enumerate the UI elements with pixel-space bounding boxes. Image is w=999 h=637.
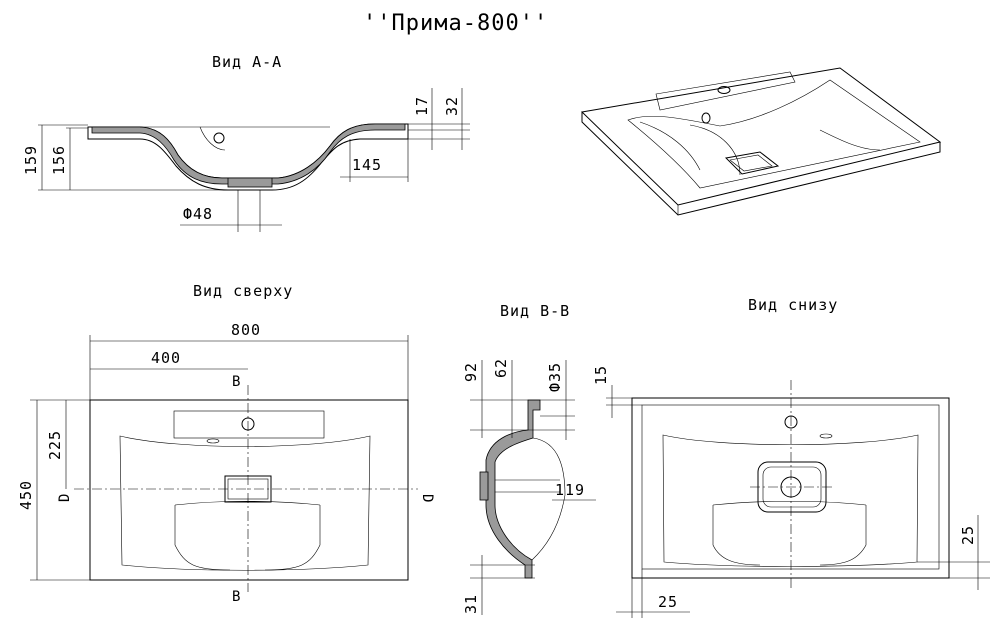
top-view-faucet-deck	[173, 410, 325, 439]
dim-31: 31	[462, 594, 480, 614]
iso-overflow-hole	[701, 112, 711, 124]
marker-d-right: D	[419, 494, 435, 502]
dim-d48: Ф48	[183, 205, 213, 223]
dim-450: 450	[17, 480, 35, 510]
section-aa-overflow-hole	[213, 132, 225, 144]
dim-62: 62	[492, 358, 510, 378]
bottom-view-basin	[662, 434, 919, 567]
marker-d-left: D	[57, 494, 73, 502]
iso-drain	[724, 151, 780, 175]
marker-b-top: В	[232, 374, 240, 390]
section-bb-wall	[485, 399, 541, 579]
bottom-view-label: Вид снизу	[748, 296, 838, 314]
marker-b-bottom: В	[232, 589, 240, 605]
section-aa-drain	[227, 177, 273, 188]
bottom-view: Вид снизу 15 25 25	[592, 296, 990, 618]
top-view-overflow	[206, 438, 220, 444]
iso-faucet-deck	[655, 71, 796, 111]
top-view: Вид сверху В В D D 800 400 450	[17, 282, 435, 605]
dim-92: 92	[462, 362, 480, 382]
top-view-outline	[89, 399, 409, 581]
section-aa-wall-left	[91, 126, 233, 185]
dim-145: 145	[352, 156, 382, 174]
iso-outline-top	[580, 67, 942, 206]
dim-225: 225	[46, 430, 64, 460]
bottom-view-inner-outline	[641, 404, 940, 570]
section-aa-label: Вид А-А	[212, 53, 282, 71]
dim-156: 156	[50, 145, 68, 175]
dim-32: 32	[443, 96, 461, 116]
section-bb-overflow	[479, 471, 489, 501]
dim-119: 119	[555, 481, 585, 499]
bottom-view-outline	[631, 397, 950, 579]
iso-basin-rim	[627, 79, 921, 189]
iso-faucet-hole	[717, 86, 731, 94]
section-bb-label: Вид В-В	[500, 302, 570, 320]
section-aa-wall-right	[267, 123, 406, 185]
section-aa-basin-surface	[140, 126, 330, 151]
dim-25-horizontal: 25	[658, 593, 678, 611]
dim-159: 159	[22, 145, 40, 175]
isometric-view	[580, 67, 942, 216]
dim-400: 400	[151, 349, 181, 367]
dim-d35: Ф35	[546, 362, 564, 392]
dim-17: 17	[413, 96, 431, 116]
section-bb-view: Вид В-В 92 62 Ф35 119 31	[462, 302, 596, 615]
dim-800: 800	[231, 321, 261, 339]
dim-15: 15	[592, 365, 610, 385]
section-aa-view: Вид А-А 159 156 17 32 145	[22, 53, 470, 232]
top-view-label: Вид сверху	[193, 282, 293, 300]
drawing-title: ''Прима-800''	[363, 11, 548, 36]
dim-25-vertical: 25	[959, 525, 977, 545]
top-view-basin	[119, 435, 371, 571]
